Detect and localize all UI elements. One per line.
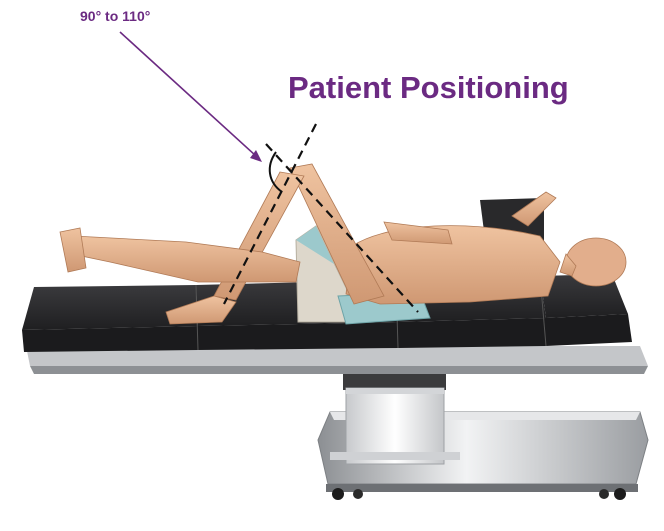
page-title: Patient Positioning	[288, 70, 569, 106]
angle-pointer-line	[120, 32, 256, 156]
caster-wheel-icon	[332, 488, 344, 500]
caster-wheel-icon	[353, 489, 363, 499]
caster-wheel-icon	[599, 489, 609, 499]
angle-range-label: 90° to 110°	[80, 8, 150, 24]
caster-wheel-icon	[614, 488, 626, 500]
table-column	[330, 372, 460, 464]
